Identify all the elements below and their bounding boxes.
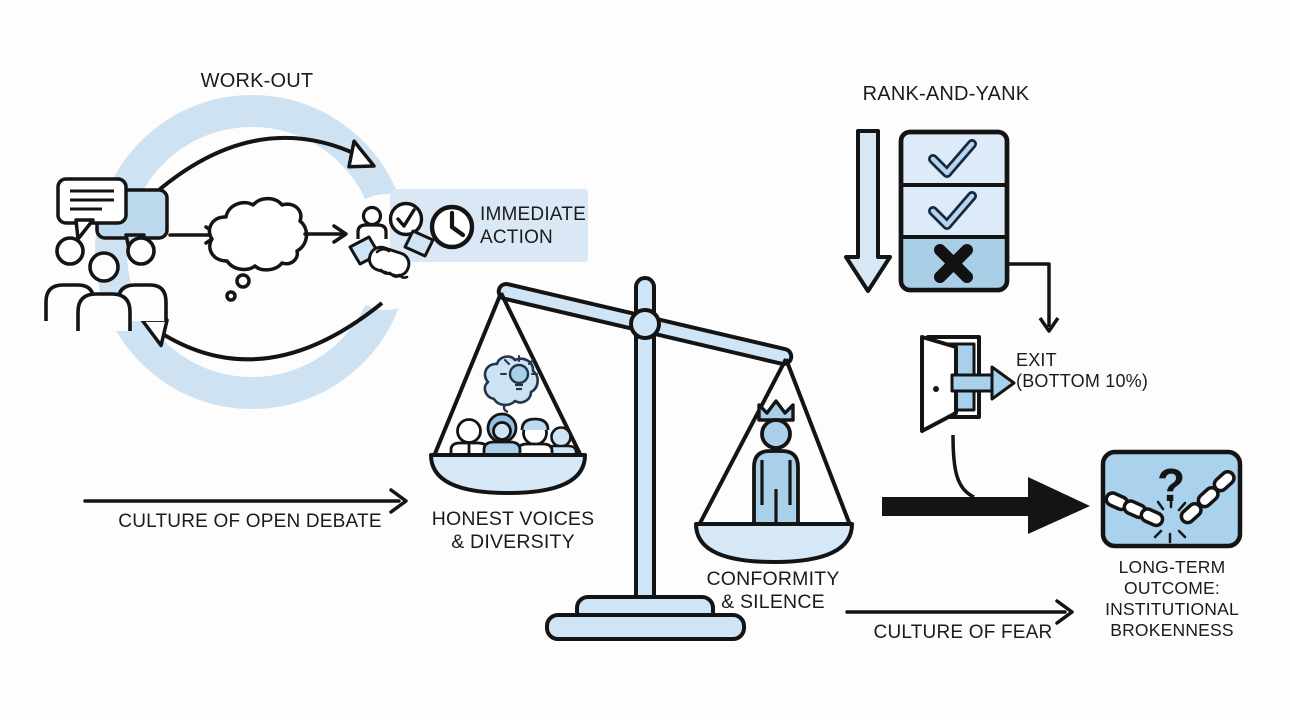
rankyank-title: RANK-AND-YANK xyxy=(862,83,1030,105)
outcome-line2: OUTCOME: xyxy=(1124,578,1220,598)
yank-connector-arrow xyxy=(1007,262,1060,333)
honest-voices-line1: HONEST VOICES xyxy=(431,508,595,530)
speech-bubbles-icon xyxy=(56,177,169,255)
outcome-line4: BROKENNESS xyxy=(1110,620,1234,640)
exit-door-icon xyxy=(920,335,1016,433)
fear-arrow xyxy=(845,599,1074,625)
checkmark-icon xyxy=(928,191,977,230)
conformity-label: CONFORMITY & SILENCE xyxy=(698,568,848,613)
fear-label: CULTURE OF FEAR xyxy=(873,622,1053,643)
conformity-line2: & SILENCE xyxy=(721,590,825,613)
honest-voices-label: HONEST VOICES & DIVERSITY xyxy=(418,508,608,553)
outcome-box: ? xyxy=(1100,449,1243,549)
outcome-line1: LONG-TERM xyxy=(1118,557,1226,577)
honest-voices-line2: & DIVERSITY xyxy=(451,530,575,553)
open-debate-label: CULTURE OF OPEN DEBATE xyxy=(118,511,382,532)
balance-scale-icon xyxy=(429,276,854,641)
ranking-down-arrow-icon xyxy=(844,129,892,293)
exit-line2: (BOTTOM 10%) xyxy=(1016,371,1149,391)
broken-chain-icon xyxy=(1104,469,1236,544)
agreement-handshake-icon xyxy=(348,201,435,279)
exit-label: EXIT (BOTTOM 10%) xyxy=(1016,350,1166,392)
x-mark-icon xyxy=(934,244,973,283)
outcome-bold-arrow xyxy=(882,477,1090,534)
checkmark-icon xyxy=(928,139,977,178)
immediate-action-line2: ACTION xyxy=(480,227,553,248)
clock-icon xyxy=(429,204,475,250)
flow-arrow-2 xyxy=(303,224,348,244)
brain-lightbulb-icon xyxy=(483,355,539,414)
ranking-checklist-icon xyxy=(898,129,1010,293)
immediate-action-label: IMMEDIATE ACTION xyxy=(480,203,600,249)
diverse-team-icon xyxy=(449,412,578,458)
exit-to-outcome-connector xyxy=(951,434,975,499)
immediate-action-line1: IMMEDIATE xyxy=(480,204,586,225)
crowned-conformist-icon xyxy=(752,399,800,524)
outcome-label: LONG-TERM OUTCOME: INSTITUTIONAL BROKENN… xyxy=(1097,557,1247,641)
outcome-line3: INSTITUTIONAL xyxy=(1105,599,1239,619)
exit-line1: EXIT xyxy=(1016,350,1057,370)
conformity-line1: CONFORMITY xyxy=(706,568,840,590)
open-debate-arrow xyxy=(83,488,408,514)
workout-title: WORK-OUT xyxy=(200,70,314,92)
discussion-group-icon xyxy=(44,236,168,331)
thought-cloud-icon xyxy=(207,196,309,302)
